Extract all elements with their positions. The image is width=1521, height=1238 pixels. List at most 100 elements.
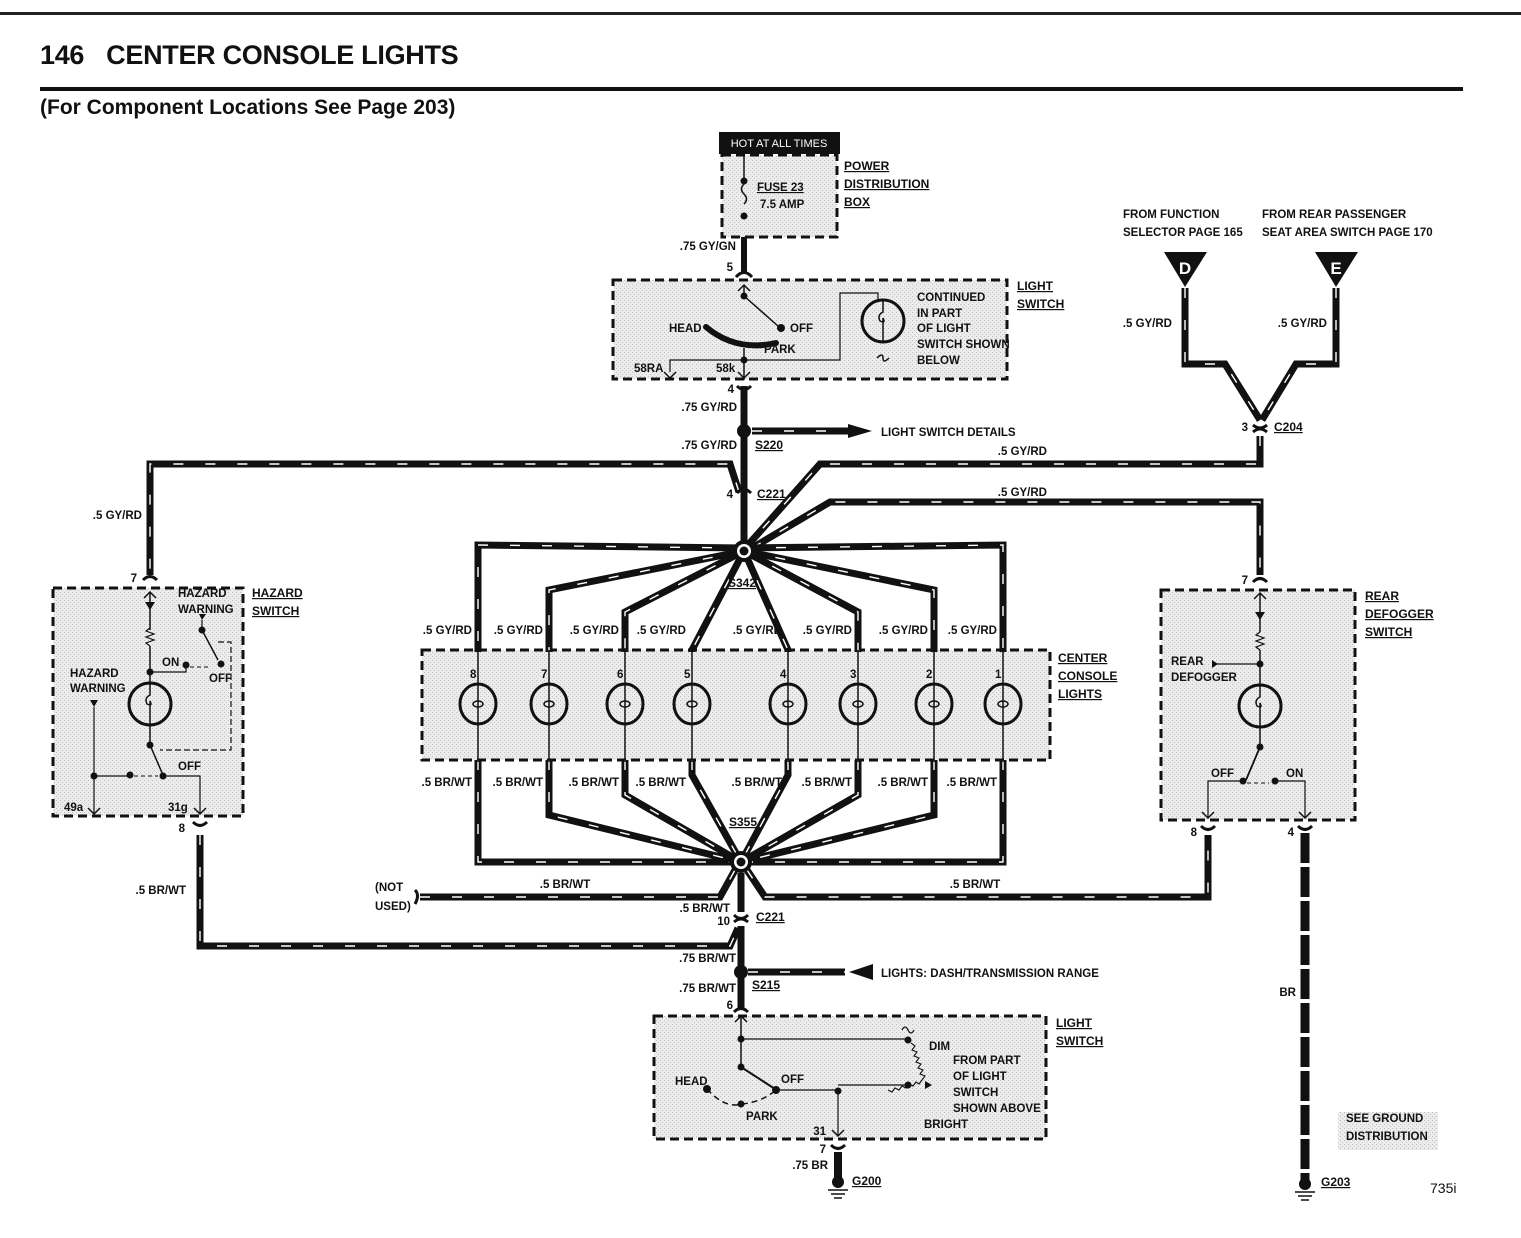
light-switch-dim: DIM (929, 1041, 950, 1053)
connector-c221-top-icon (735, 488, 753, 495)
wire-label-not-used: .5 BR/WT (540, 879, 590, 891)
connector-c204-label: C204 (1274, 420, 1303, 434)
hot-at-all-times-banner (719, 132, 840, 154)
not-used-2: USED) (375, 901, 411, 913)
splice-s342-label: S342 (728, 576, 756, 590)
from-function-selector-2: SELECTOR PAGE 165 (1123, 227, 1243, 239)
wire-s342-to-defogger (750, 498, 1264, 575)
console-bulb-5: 5 (672, 650, 712, 762)
hazard-switch-name-2: SWITCH (252, 604, 299, 618)
connector-c204-icon (1252, 423, 1268, 434)
wire-ground-bulb-2 (740, 760, 938, 866)
wire-from-e (1259, 288, 1340, 422)
pin-5: 5 (727, 262, 734, 274)
console-wire-labels: .5 GY/RD .5 BR/WT .5 GY/RD .5 BR/WT .5 GY/RD… (422, 625, 997, 789)
wire-label-hazard-feed: .5 GY/RD (93, 510, 142, 522)
ground-g200-icon (828, 1176, 848, 1199)
pin-10-c221: 10 (717, 916, 730, 928)
light-switch-bright: BRIGHT (924, 1119, 968, 1131)
power-box-name-3: BOX (844, 195, 870, 209)
wire-label-75-gy-rd-1: .75 GY/RD (681, 402, 737, 414)
terminal-58ra: 58RA (634, 363, 663, 375)
component-boxes (51, 153, 1438, 1150)
bulb-number: 8 (470, 669, 477, 681)
wire-label-c204-out: .5 GY/RD (998, 446, 1047, 458)
wire-label-feed: .5 GY/RD (733, 625, 782, 637)
light-switch-top-name-1: LIGHT (1017, 279, 1054, 293)
light-switch-top-box (611, 278, 1009, 381)
console-lights-name-2: CONSOLE (1058, 669, 1117, 683)
hot-at-all-times-label: HOT AT ALL TIMES (731, 138, 828, 150)
hazard-switch-name-1: HAZARD (252, 586, 303, 600)
wire-feed-bulb-4-tracer (743, 550, 789, 652)
light-switch-bottom-note-2: OF LIGHT (953, 1071, 1007, 1083)
console-bulb-3: 3 (838, 650, 878, 762)
wire-label-feed: .5 GY/RD (803, 625, 852, 637)
pin-3-c204: 3 (1242, 422, 1248, 434)
from-rear-passenger-1: FROM REAR PASSENGER (1262, 209, 1407, 221)
not-used-1: (NOT (375, 882, 403, 894)
model-label: 735i (1430, 1180, 1457, 1196)
wire-label-d: .5 GY/RD (1123, 318, 1172, 330)
bulb-number: 7 (541, 669, 547, 681)
light-switch-note-3: OF LIGHT (917, 323, 971, 335)
wire-label-75-br-wt-1: .75 BR/WT (679, 953, 736, 965)
defogger-inner-1: REAR (1171, 656, 1204, 668)
wire-label-ground: .5 BR/WT (878, 777, 928, 789)
light-switch-bottom-box (652, 1014, 1048, 1141)
defogger-name-1: REAR (1365, 589, 1399, 603)
connector-pin-5-icon (734, 271, 754, 279)
console-bulb-7: 7 (529, 650, 569, 762)
power-box-name-1: POWER (844, 159, 890, 173)
from-rear-passenger-2: SEAT AREA SWITCH PAGE 170 (1262, 227, 1433, 239)
wire-defogger-out (744, 835, 1212, 901)
defogger-pin-8: 8 (1191, 827, 1198, 839)
terminal-58k: 58k (716, 363, 736, 375)
splice-s215-label: S215 (752, 978, 780, 992)
hazard-switch-internals (87, 590, 232, 816)
ground-note-2: DISTRIBUTION (1346, 1131, 1428, 1143)
wire-label-feed: .5 GY/RD (423, 625, 472, 637)
wire-feed-bulb-3-tracer (743, 550, 859, 652)
hazard-inner-top-2: WARNING (178, 604, 234, 616)
wire-ground-bulb-6-tracer (624, 760, 742, 863)
wire-feed-bulb-1-tracer (743, 544, 1004, 652)
connector-c221-bottom-icon (732, 913, 750, 924)
bulb-icon (983, 682, 1023, 726)
bulb-number: 3 (850, 669, 856, 681)
light-switch-off: OFF (790, 323, 813, 335)
title-rule (40, 87, 1463, 91)
wire-label-ground: .5 BR/WT (947, 777, 997, 789)
light-switch-bottom-note-3: SWITCH (953, 1087, 998, 1099)
power-distribution-box (720, 153, 839, 239)
wires (146, 237, 1340, 1180)
wire-ground-bulb-3-tracer (740, 760, 859, 863)
rear-defogger-internals (1201, 591, 1312, 820)
connector-hazard-pin-8-icon (191, 820, 209, 827)
wire-label-feed: .5 GY/RD (948, 625, 997, 637)
console-bulb-2: 2 (914, 650, 954, 762)
terminal-31g: 31g (168, 802, 188, 814)
light-switch-note-5: BELOW (917, 355, 960, 367)
wire-label-ground: .5 BR/WT (493, 777, 543, 789)
connector-d-marker (1164, 252, 1207, 287)
light-switch-bottom-internals (703, 1014, 932, 1138)
wire-hazard-out (196, 835, 742, 950)
light-switch-bottom-park: PARK (746, 1111, 778, 1123)
fuse-rating: 7.5 AMP (760, 199, 805, 211)
ground-note-1: SEE GROUND (1346, 1113, 1423, 1125)
fuse-label: FUSE 23 (757, 182, 804, 194)
defogger-name-3: SWITCH (1365, 625, 1412, 639)
wire-label-ground: .5 BR/WT (422, 777, 472, 789)
defogger-inner-2: DEFOGGER (1171, 672, 1238, 684)
wire-from-d-tracer (1184, 288, 1261, 421)
wire-label-e: .5 GY/RD (1278, 318, 1327, 330)
wire-label-ground: .5 BR/WT (636, 777, 686, 789)
bulb-icon (768, 682, 808, 726)
page-subtitle: (For Component Locations See Page 203) (40, 96, 456, 119)
wire-feed-bulb-5-tracer (691, 550, 745, 652)
connector-defogger-pin-4-icon (1296, 824, 1314, 831)
